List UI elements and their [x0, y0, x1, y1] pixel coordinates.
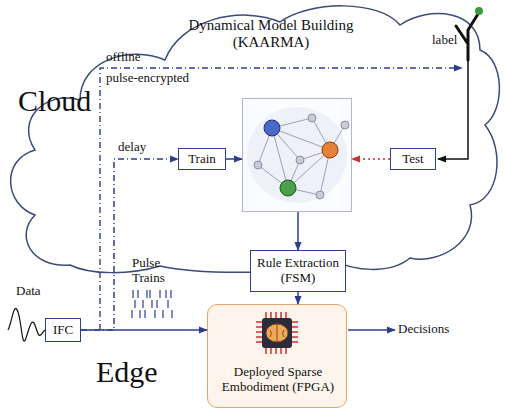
connector-arrow: [81, 159, 178, 330]
annotation-label: Pulse Trains: [132, 256, 178, 286]
connector-arrow: [81, 329, 207, 331]
graph-node: [322, 142, 338, 158]
graph-node: [341, 121, 349, 129]
pulse-trains: [132, 290, 172, 318]
box-label: Train: [179, 149, 225, 169]
heading-text: Deployed Sparse Embodiment (FPGA): [213, 365, 343, 395]
annotation-label: Data: [16, 284, 41, 299]
connector-arrow: [352, 158, 390, 160]
graph-node: [316, 191, 324, 199]
label-tree-symbol: [456, 14, 478, 60]
decision-arrow: [348, 329, 395, 331]
box-label: Test: [391, 149, 435, 169]
graph-links: [258, 118, 345, 195]
annotation-label: pulse-encrypted: [106, 71, 189, 86]
box-label: Rule Extraction (FSM): [251, 251, 345, 291]
edge-label: delay: [118, 140, 146, 155]
edge-device-box: EdgeDeployed Sparse Embodiment (FPGA): [207, 304, 347, 408]
graph-node: [264, 120, 280, 136]
offline-line: [100, 68, 462, 330]
process-box: Test: [390, 148, 436, 170]
cloud-shape: [11, 6, 500, 273]
model-box: Dynamical Model Building (KAARMA): [242, 98, 352, 212]
chip-body: [262, 318, 292, 348]
graph-node: [296, 156, 304, 164]
annotation-label: label: [432, 33, 457, 48]
brain-folds: [270, 324, 284, 342]
graph-node: [308, 114, 316, 122]
process-box: IFC: [45, 318, 81, 342]
waveform: [8, 308, 45, 341]
connector-arrow: [297, 292, 299, 304]
graph-node: [280, 180, 296, 196]
brain-icon: [266, 324, 288, 342]
graph-backdrop: [247, 107, 347, 203]
label-leader: [438, 60, 468, 159]
annotation-label: offline: [106, 50, 140, 65]
process-box: Train: [178, 148, 226, 170]
graph-node: [254, 161, 262, 169]
cloud-region: Cloud Dynamical Model Building (KAARMA) Tr…: [0, 0, 505, 285]
box-label: IFC: [46, 319, 80, 341]
chip-pins: [256, 312, 298, 354]
annotation-label: Decisions: [398, 322, 449, 337]
heading-text: Edge: [96, 355, 158, 390]
label-dot: [475, 7, 483, 15]
process-box: Rule Extraction (FSM): [250, 250, 346, 292]
connector-arrow: [226, 158, 242, 160]
connector-arrow: [297, 212, 299, 250]
heading-text: Cloud: [18, 84, 91, 119]
heading-text: Dynamical Model Building (KAARMA): [176, 17, 366, 52]
